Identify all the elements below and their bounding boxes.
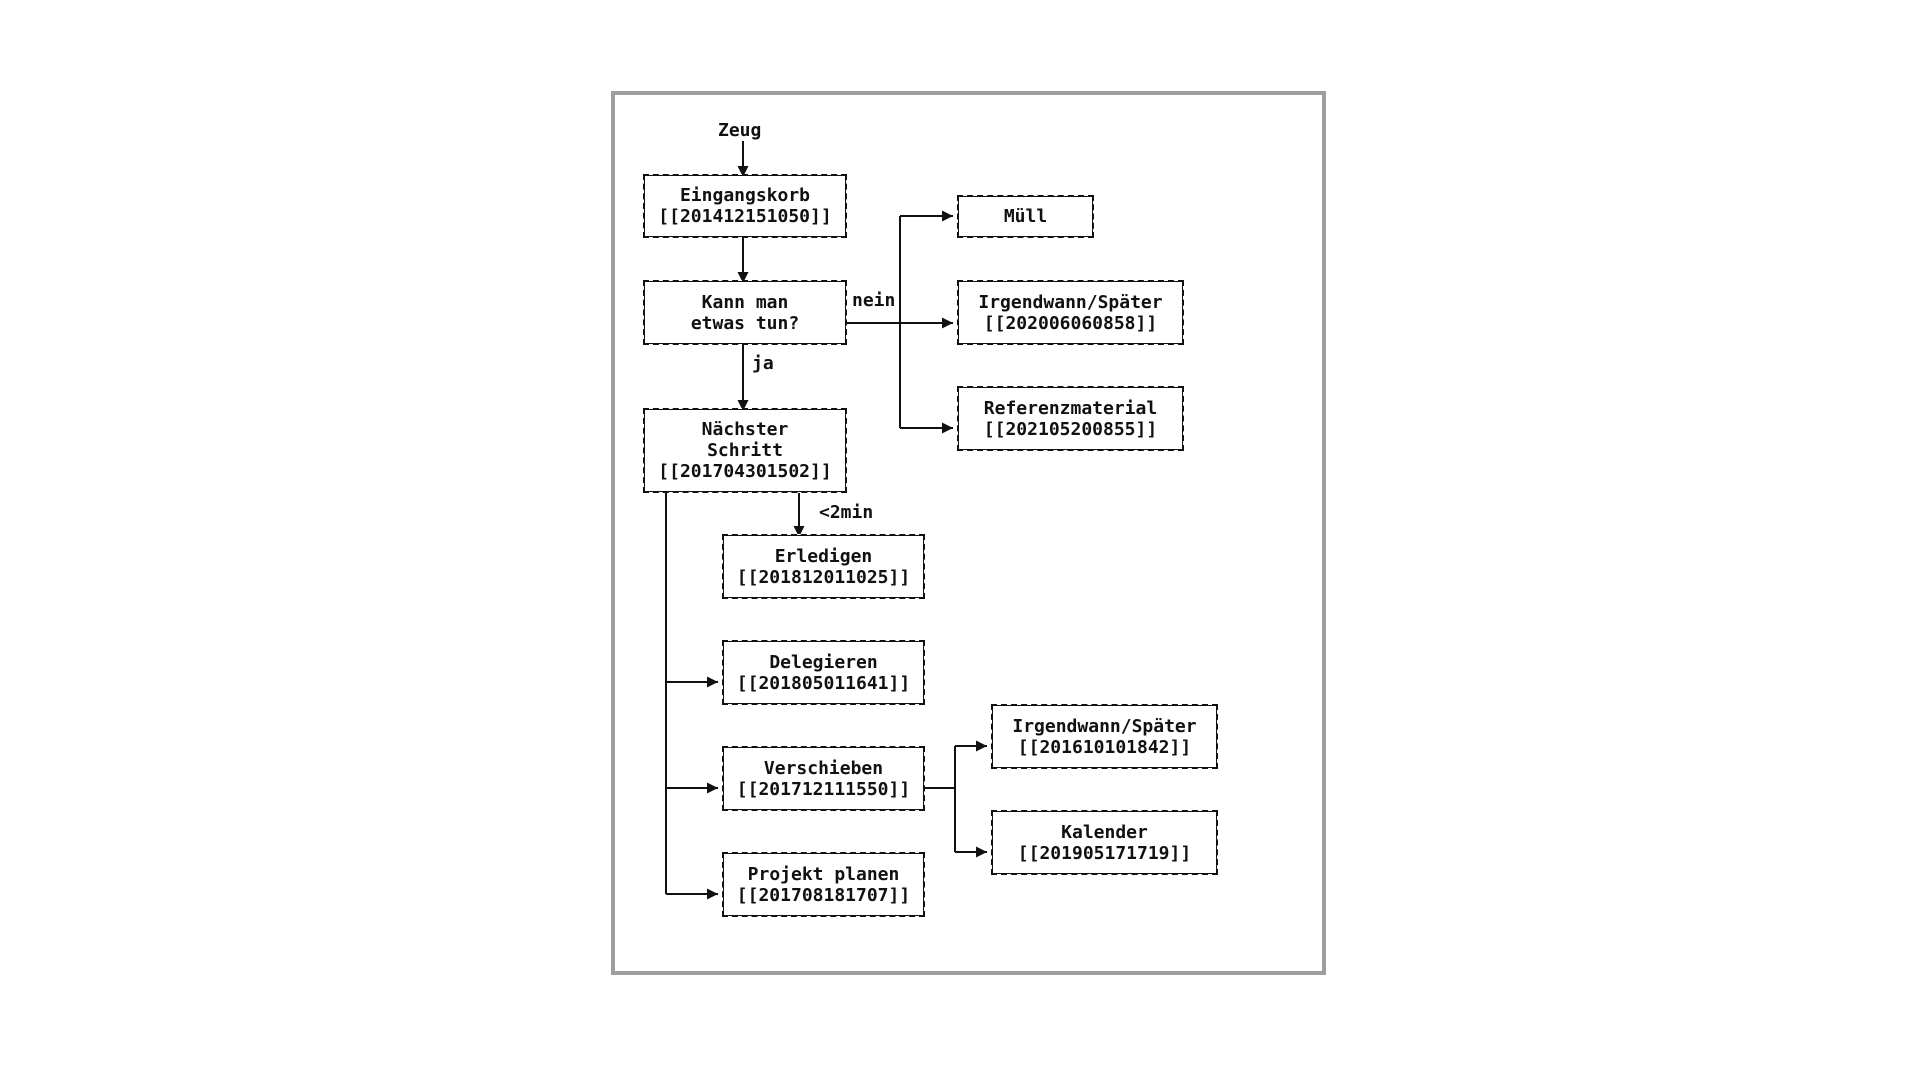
- node-muell: Müll: [957, 195, 1094, 238]
- node-delegieren: Delegieren [[201805011641]]: [722, 640, 925, 705]
- node-kalender: Kalender [[201905171719]]: [991, 810, 1218, 875]
- node-erledigen-title: Erledigen: [774, 545, 873, 567]
- node-naechster-line1: Nächster: [701, 419, 789, 440]
- node-irgendwann-2-title: Irgendwann/Später: [1012, 715, 1197, 737]
- node-kann-man-line1: Kann man: [701, 291, 789, 313]
- node-projekt-id: [[201708181707]]: [736, 884, 911, 906]
- node-referenz: Referenzmaterial [[202105200855]]: [957, 386, 1184, 451]
- node-delegieren-id: [[201805011641]]: [736, 672, 911, 694]
- node-muell-title: Müll: [1003, 206, 1048, 227]
- node-kalender-title: Kalender: [1061, 821, 1148, 843]
- edge-label-ja: ja: [752, 353, 774, 374]
- node-eingangskorb: Eingangskorb [[201412151050]]: [643, 174, 847, 238]
- node-irgendwann-2: Irgendwann/Später [[201610101842]]: [991, 704, 1218, 769]
- node-naechster-schritt: Nächster Schritt [[201704301502]]: [643, 408, 847, 493]
- node-kann-man-line2: etwas tun?: [690, 312, 800, 334]
- node-verschieben: Verschieben [[201712111550]]: [722, 746, 925, 811]
- node-referenz-title: Referenzmaterial: [983, 397, 1158, 419]
- node-referenz-id: [[202105200855]]: [983, 418, 1158, 440]
- node-projekt-planen: Projekt planen [[201708181707]]: [722, 852, 925, 917]
- node-kann-man: Kann man etwas tun?: [643, 280, 847, 345]
- node-projekt-title: Projekt planen: [747, 863, 900, 885]
- node-verschieben-title: Verschieben: [763, 757, 884, 779]
- node-delegieren-title: Delegieren: [769, 651, 878, 673]
- node-erledigen: Erledigen [[201812011025]]: [722, 534, 925, 599]
- node-naechster-line2: Schritt: [707, 440, 783, 461]
- edge-label-nein: nein: [852, 290, 896, 311]
- edge-label-2min: <2min: [819, 502, 874, 523]
- node-kalender-id: [[201905171719]]: [1017, 842, 1192, 864]
- node-erledigen-id: [[201812011025]]: [736, 566, 911, 588]
- node-eingangskorb-title: Eingangskorb: [679, 185, 811, 206]
- start-label-zeug: Zeug: [718, 120, 762, 141]
- node-irgendwann-1-id: [[202006060858]]: [983, 312, 1158, 334]
- node-irgendwann-1-title: Irgendwann/Später: [978, 291, 1163, 313]
- node-irgendwann-1: Irgendwann/Später [[202006060858]]: [957, 280, 1184, 345]
- node-irgendwann-2-id: [[201610101842]]: [1017, 736, 1192, 758]
- node-verschieben-id: [[201712111550]]: [736, 778, 911, 800]
- node-naechster-id: [[201704301502]]: [658, 461, 832, 482]
- node-eingangskorb-id: [[201412151050]]: [658, 206, 832, 227]
